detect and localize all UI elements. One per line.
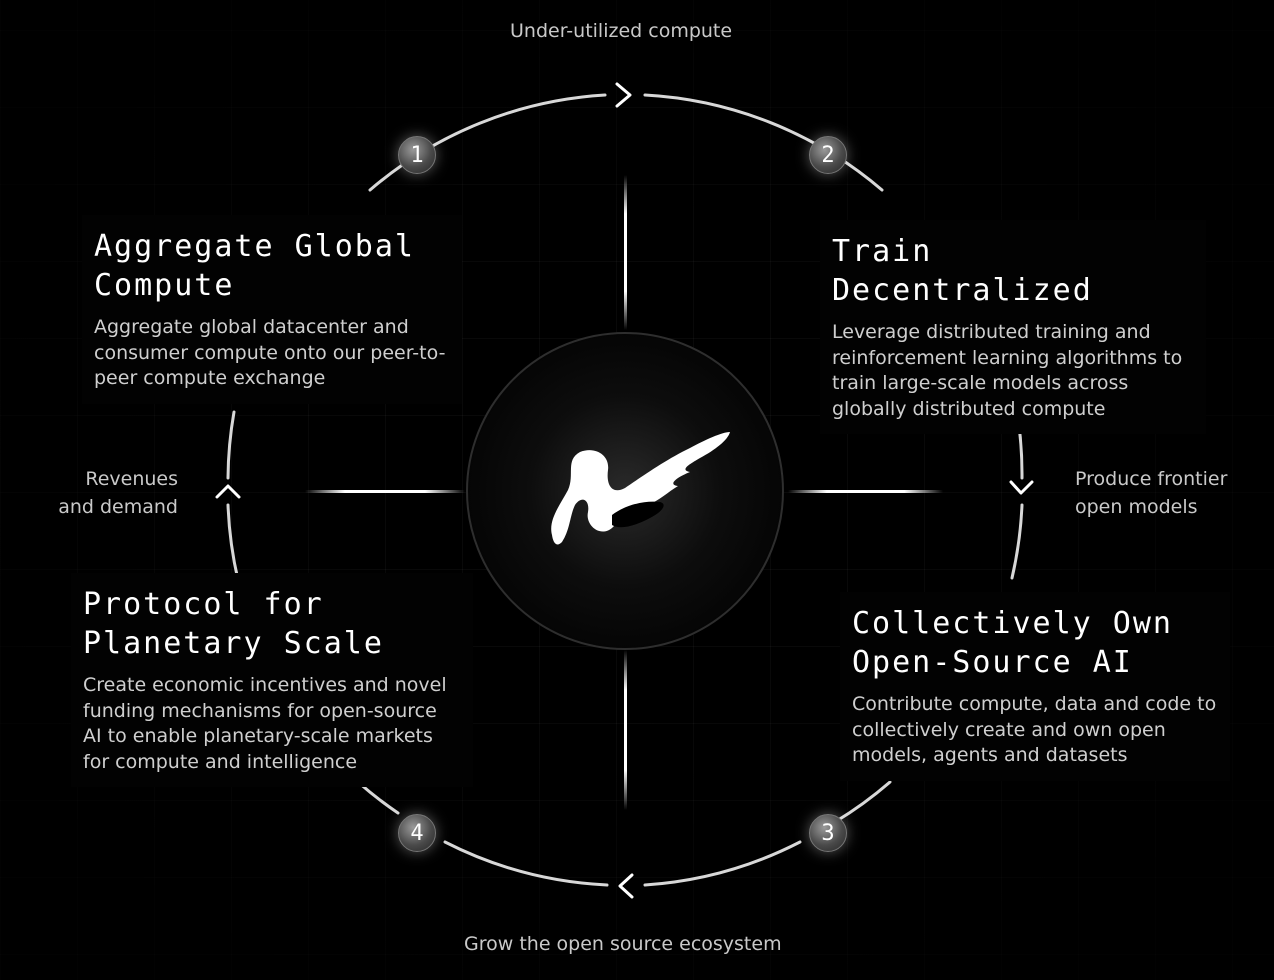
ring-arc-left <box>226 503 240 582</box>
cross-line-bottom <box>624 650 627 810</box>
chevron-up-icon <box>215 484 241 499</box>
chevron-left-icon <box>618 873 634 899</box>
step-description: Contribute compute, data and code to col… <box>852 693 1217 766</box>
step-badge-4: 4 <box>398 814 436 852</box>
ring-arc-right <box>1010 503 1024 580</box>
cross-line-left <box>305 490 465 493</box>
step-description: Leverage distributed training and reinfo… <box>832 321 1183 420</box>
ring-arc-left <box>226 410 236 480</box>
flow-label-top: Under-utilized compute <box>510 20 733 42</box>
step-title-line: Protocol for <box>83 587 324 622</box>
step-title-line: Open-Source AI <box>852 645 1133 680</box>
step-title-line: Compute <box>94 268 235 303</box>
cross-line-top <box>624 175 627 330</box>
step-title-line: Train Decentralized <box>832 234 1093 308</box>
flow-label-left-line1: Revenues <box>85 468 178 490</box>
step-title: Collectively Own Open-Source AI <box>852 604 1218 682</box>
step-card-1: Aggregate Global Compute Aggregate globa… <box>82 215 462 404</box>
step-description: Aggregate global datacenter and consumer… <box>94 316 446 389</box>
ring-arc-top <box>368 93 607 192</box>
flow-label-right-line1: Produce frontier <box>1075 468 1228 490</box>
ring-arc-bottom <box>443 840 609 887</box>
chevron-down-icon <box>1009 480 1034 495</box>
step-badge-2: 2 <box>809 136 847 174</box>
flow-label-left-line2: and demand <box>58 496 178 518</box>
step-title: Aggregate Global Compute <box>94 227 450 305</box>
step-card-2: Train Decentralized Leverage distributed… <box>820 220 1206 434</box>
step-title: Train Decentralized <box>832 232 1194 310</box>
step-title-line: Collectively Own <box>852 606 1173 641</box>
cross-lines <box>305 175 943 810</box>
chevron-right-icon <box>615 82 632 108</box>
cross-line-right <box>788 490 943 493</box>
step-badge-1: 1 <box>398 136 436 174</box>
step-description: Create economic incentives and novel fun… <box>83 674 447 773</box>
flow-label-bottom: Grow the open source ecosystem <box>464 933 782 955</box>
flow-label-left: Revenues and demand <box>58 465 178 521</box>
ring-arc-bottom <box>833 780 892 824</box>
step-title: Protocol for Planetary Scale <box>83 585 461 663</box>
step-title-line: Aggregate Global <box>94 229 415 264</box>
logo-icon <box>551 432 730 545</box>
ring-arc-top <box>643 93 884 192</box>
flow-label-right: Produce frontier open models <box>1075 465 1227 521</box>
step-title-line: Planetary Scale <box>83 626 384 661</box>
step-card-4: Protocol for Planetary Scale Create econ… <box>71 573 473 787</box>
ring-arc-bottom <box>643 840 802 887</box>
step-badge-3: 3 <box>809 814 847 852</box>
step-card-3: Collectively Own Open-Source AI Contribu… <box>840 592 1230 781</box>
flow-label-right-line2: open models <box>1075 496 1198 518</box>
